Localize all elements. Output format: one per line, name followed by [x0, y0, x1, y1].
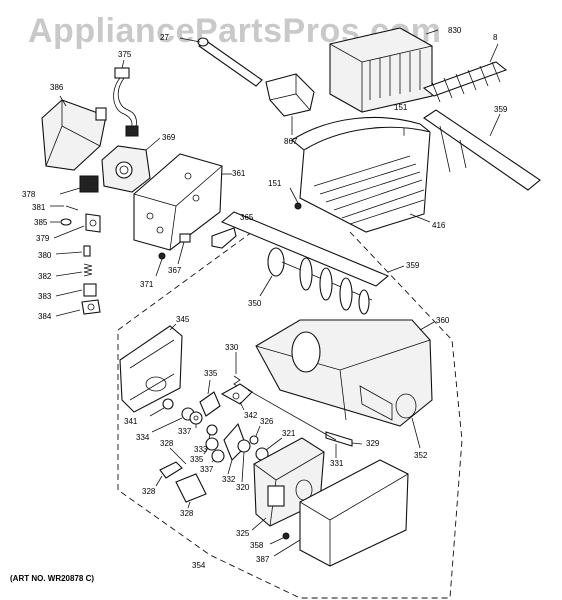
callout-337a: 337 — [178, 427, 192, 436]
callout-332: 332 — [222, 475, 236, 484]
callout-358: 358 — [250, 541, 264, 550]
part-rail-359a — [423, 109, 541, 191]
callout-379: 379 — [36, 234, 50, 243]
callout-345: 345 — [176, 315, 190, 324]
callout-383: 383 — [38, 292, 52, 301]
part-grommet-384 — [55, 299, 101, 317]
art-number: (ART NO. WR20878 C) — [10, 574, 95, 583]
callout-8: 8 — [493, 33, 498, 42]
callout-151a: 151 — [394, 103, 408, 112]
callout-378: 378 — [22, 190, 36, 199]
part-washer-341 — [149, 398, 174, 417]
callout-375: 375 — [118, 50, 132, 59]
callout-354: 354 — [192, 561, 206, 570]
part-bracket-342 — [220, 383, 253, 411]
part-gear-335a — [199, 379, 221, 417]
callout-328b: 328 — [142, 487, 156, 496]
part-gear-337a — [189, 411, 203, 428]
part-gear-337b — [211, 449, 225, 463]
part-screw-151b — [289, 187, 302, 210]
part-cup-867 — [265, 73, 315, 135]
callout-151b: 151 — [268, 179, 282, 188]
part-housing-361 — [133, 153, 232, 251]
callout-416: 416 — [432, 221, 446, 230]
part-rod-27 — [179, 37, 263, 87]
part-icemaker-830 — [329, 27, 439, 113]
part-washer-326 — [249, 425, 261, 445]
callout-381: 381 — [32, 203, 46, 212]
callout-334: 334 — [136, 433, 150, 442]
part-screw-380 — [55, 245, 91, 257]
callout-380: 380 — [38, 251, 52, 260]
part-switch-378 — [59, 175, 99, 195]
callout-369: 369 — [162, 133, 176, 142]
callout-360: 360 — [436, 316, 450, 325]
part-clip-381 — [50, 205, 79, 211]
callout-350: 350 — [248, 299, 262, 308]
part-gear-335b — [203, 437, 219, 455]
callout-361: 361 — [232, 169, 246, 178]
callout-335a: 335 — [204, 369, 218, 378]
callout-867: 867 — [284, 137, 298, 146]
part-auger-350 — [259, 247, 373, 315]
part-housing-386 — [41, 95, 107, 171]
callout-830: 830 — [448, 26, 462, 35]
part-shutter-328c — [175, 473, 207, 509]
part-rail-359b — [220, 211, 405, 287]
leader-352 — [411, 417, 421, 449]
callout-382: 382 — [38, 272, 52, 281]
callout-352: 352 — [414, 451, 428, 460]
part-ejector-8 — [422, 43, 508, 103]
callout-333: 333 — [194, 445, 208, 454]
part-lever-328b — [155, 461, 183, 487]
part-washer-385 — [50, 218, 72, 226]
part-linkage-331 — [247, 389, 337, 458]
callout-384: 384 — [38, 312, 52, 321]
callout-320: 320 — [236, 483, 250, 492]
callout-27: 27 — [160, 33, 169, 42]
callout-325: 325 — [236, 529, 250, 538]
callout-365: 365 — [240, 213, 254, 222]
callout-386: 386 — [50, 83, 64, 92]
part-panel-345 — [119, 323, 183, 413]
callout-371: 371 — [140, 280, 154, 289]
assembly-boundary — [117, 231, 463, 599]
callout-337b: 337 — [200, 465, 214, 474]
part-screw-358 — [269, 532, 290, 545]
callout-335b: 335 — [190, 455, 204, 464]
callout-367: 367 — [168, 266, 182, 275]
callout-328c: 328 — [180, 509, 194, 518]
part-cover-387 — [273, 459, 409, 567]
part-rod-329 — [325, 431, 363, 447]
callout-341: 341 — [124, 417, 138, 426]
part-screw-367 — [177, 233, 191, 265]
callout-385: 385 — [34, 218, 48, 227]
callout-326: 326 — [260, 417, 274, 426]
part-spring-382 — [55, 263, 93, 277]
callout-342: 342 — [244, 411, 258, 420]
callout-387: 387 — [256, 555, 270, 564]
callout-359b: 359 — [406, 261, 420, 270]
part-ring-321 — [255, 437, 283, 461]
part-pin-328a — [169, 447, 187, 465]
callout-331: 331 — [330, 459, 344, 468]
part-block-379 — [53, 213, 101, 239]
callout-329: 329 — [366, 439, 380, 448]
part-washer-320 — [237, 439, 251, 483]
callout-330: 330 — [225, 343, 239, 352]
callout-321: 321 — [282, 429, 296, 438]
callout-359a: 359 — [494, 105, 508, 114]
callout-328a: 328 — [160, 439, 174, 448]
part-harness-375 — [113, 59, 139, 137]
part-shelf-416 — [291, 116, 431, 233]
part-motor-369 — [101, 137, 161, 193]
part-screw-371 — [155, 252, 166, 277]
part-bucket-360 — [255, 319, 435, 427]
part-cylinder-383 — [55, 283, 97, 297]
